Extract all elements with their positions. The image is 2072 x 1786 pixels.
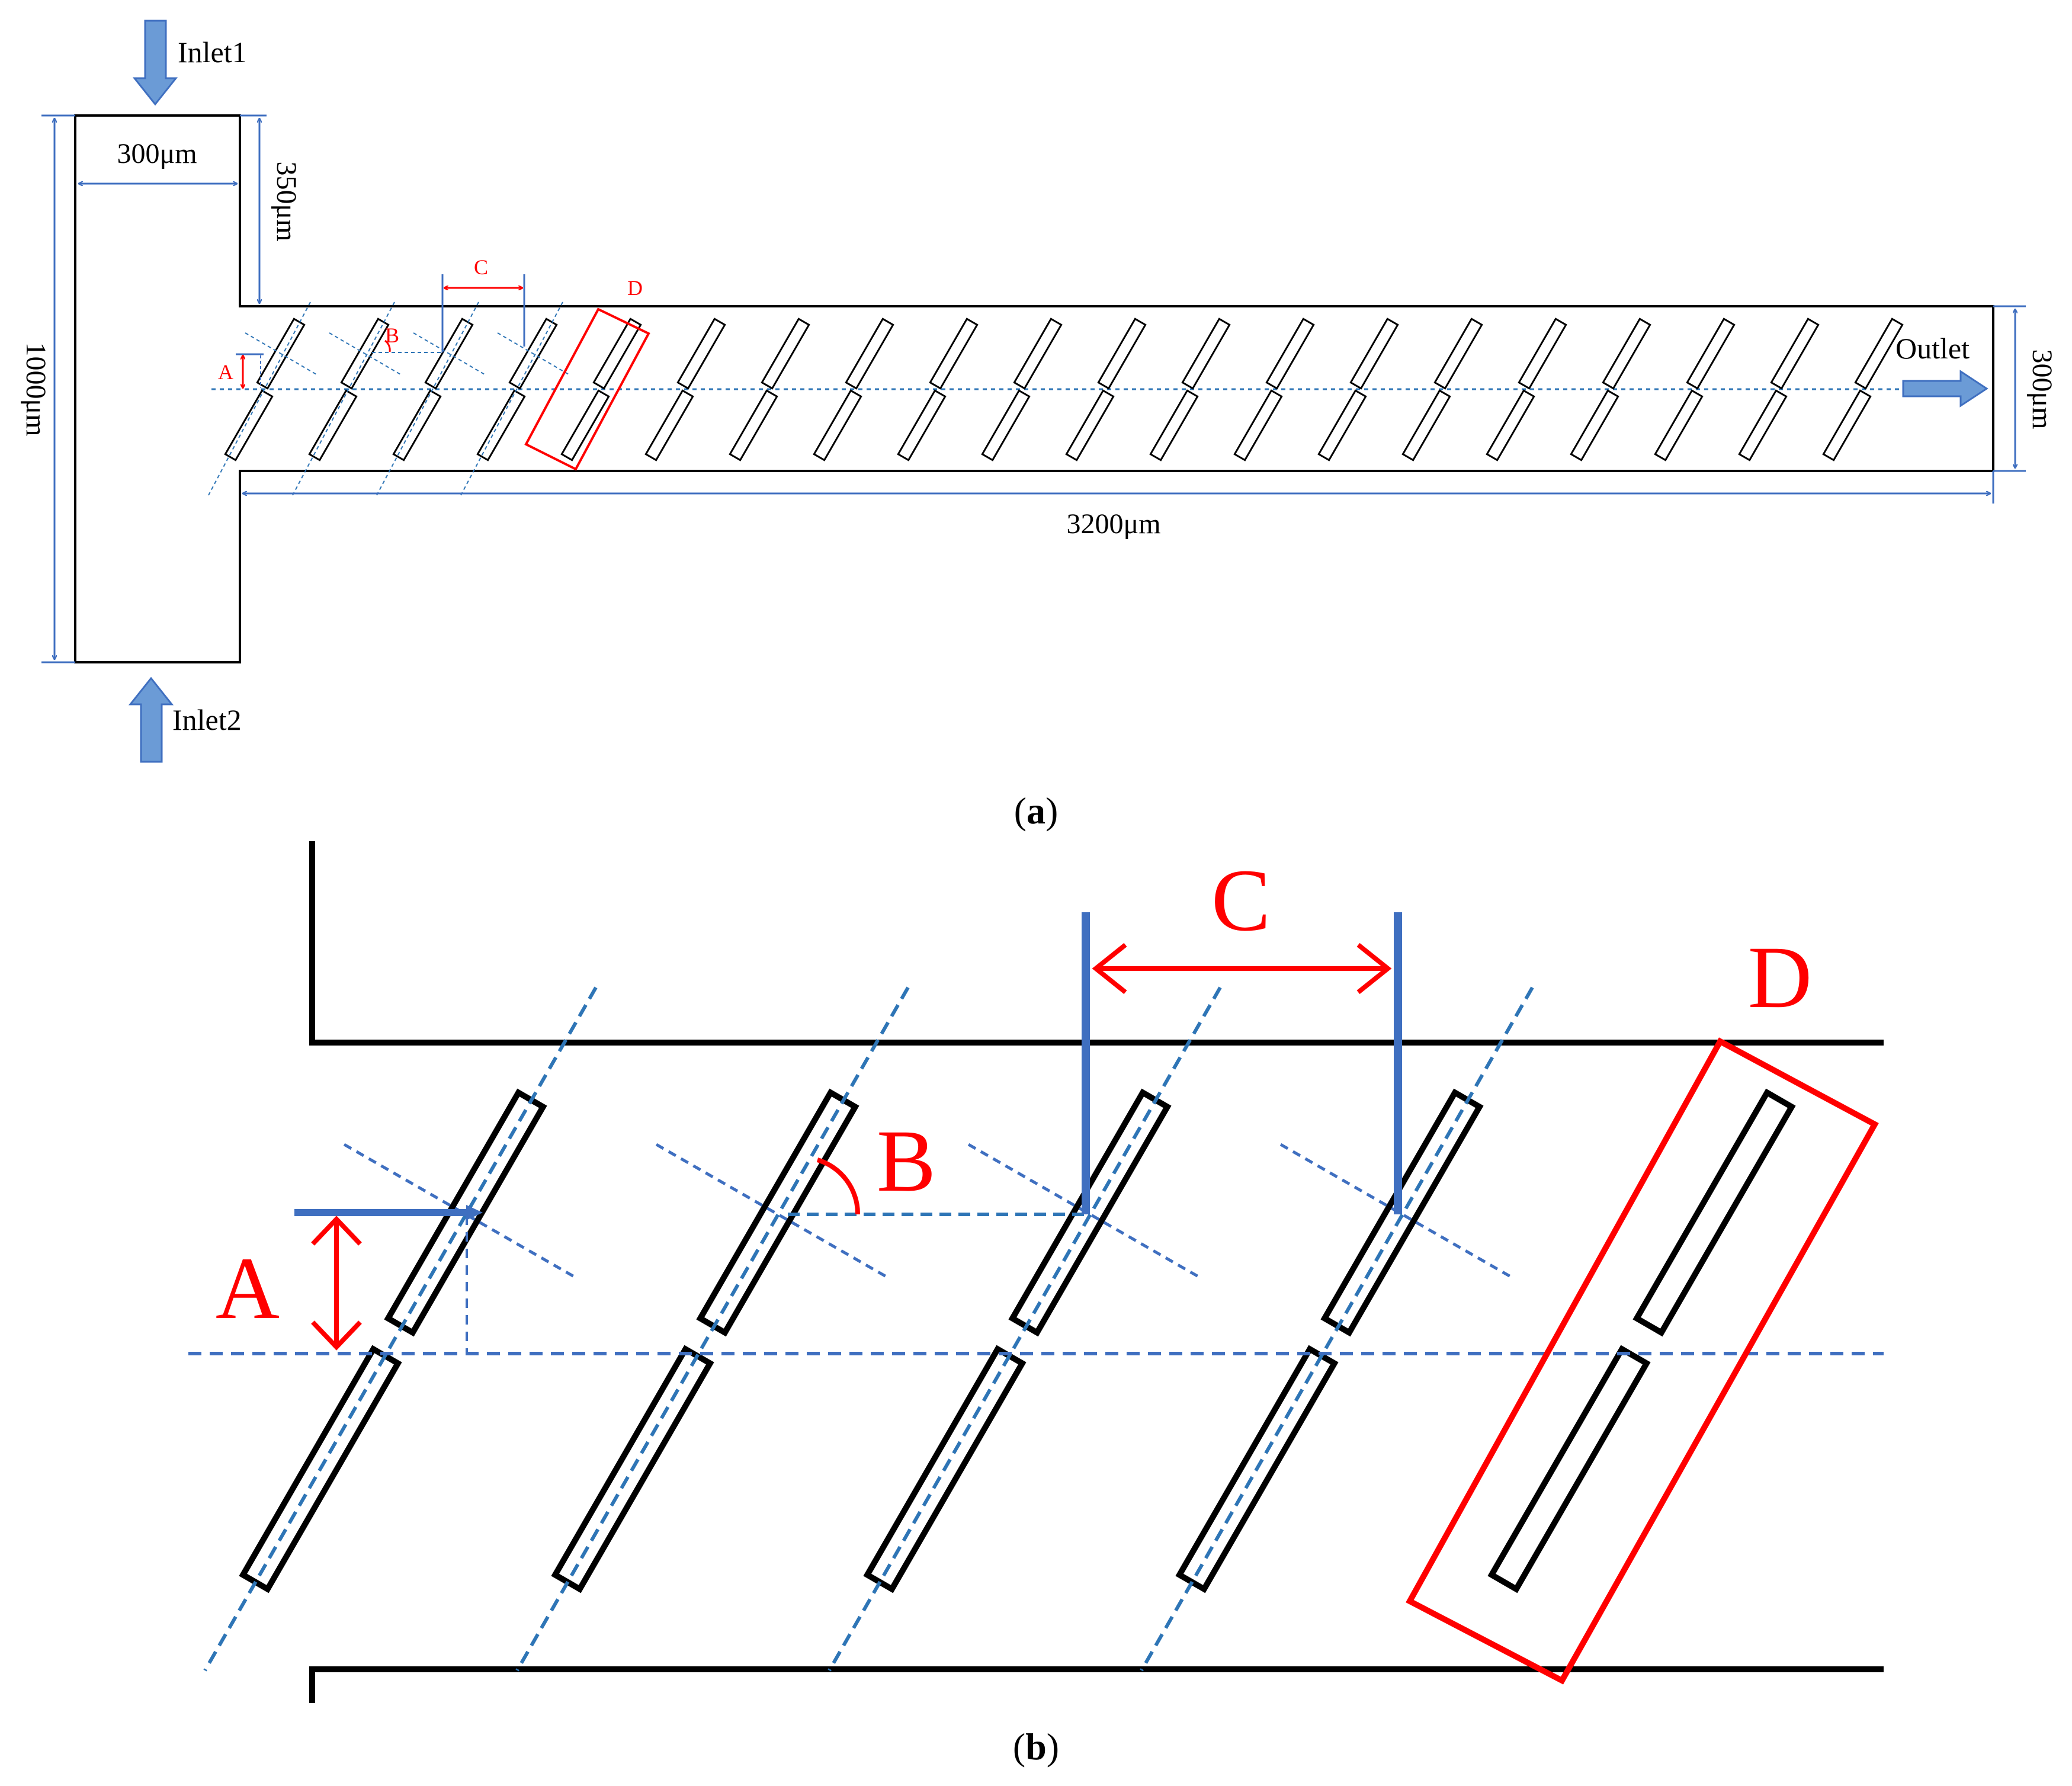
baffle-upper [761, 318, 810, 390]
baffle-lower [1149, 389, 1199, 461]
baffle-upper [1265, 318, 1315, 390]
inlet2-arrow: Inlet2 [128, 676, 242, 763]
dim-inlet-offset: 350μm [240, 114, 302, 303]
param-c-small: C [474, 255, 488, 279]
baffle-lower [224, 389, 274, 461]
dim-channel-width: 300μm [1993, 305, 2058, 472]
baffle-lower [392, 389, 442, 461]
baffle-lower [1486, 389, 1535, 461]
dim-channel-length: 3200μm [243, 471, 1994, 540]
baffle-lower [644, 389, 694, 461]
inlet1-arrow: Inlet1 [132, 20, 247, 106]
baffle-upper-zoom [1632, 1088, 1796, 1337]
baffle-upper [1349, 318, 1399, 390]
dim-total-height-label: 1000μm [20, 342, 52, 436]
arrow-right-icon [1902, 370, 1988, 408]
baffle-lower [1065, 389, 1115, 461]
baffle-normal [497, 332, 569, 375]
baffle-lower [1654, 389, 1704, 461]
baffle-upper [929, 318, 979, 390]
baffle-guide-zoom [827, 986, 1222, 1672]
baffle-upper [845, 318, 894, 390]
param-a-label: A [216, 1239, 280, 1338]
dim-total-height: 1000μm [20, 114, 75, 663]
param-b-label: B [877, 1112, 936, 1210]
baffle-normal-zoom [655, 1143, 891, 1281]
baffle-guide-zoom [515, 986, 910, 1672]
baffle-upper [1013, 318, 1063, 390]
param-a: A [216, 1205, 483, 1354]
baffle-lower [1317, 389, 1367, 461]
param-d-box [1406, 1037, 1879, 1685]
param-d-label: D [1748, 928, 1812, 1027]
inlet1-label: Inlet1 [178, 36, 247, 69]
param-b-small: B [385, 323, 399, 347]
baffle-array [208, 302, 1904, 496]
arrow-up-icon [128, 676, 174, 763]
baffle-guide-zoom [203, 986, 598, 1672]
param-c: C [1082, 851, 1402, 1214]
dim-inlet-width-label: 300μm [117, 138, 197, 169]
baffle-lower [1738, 389, 1788, 461]
channel-top-wall [309, 841, 1884, 1046]
baffle-lower [1570, 389, 1619, 461]
baffle-guide-zoom [1140, 986, 1534, 1672]
baffle-upper [1854, 318, 1904, 390]
panel-a: Inlet1 Inlet2 Outlet 300μm 350μm 1 [20, 20, 2058, 832]
outlet-label: Outlet [1895, 332, 1970, 365]
baffle-lower [729, 389, 778, 461]
dim-channel-width-label: 300μm [2026, 349, 2058, 429]
arrow-down-icon [132, 20, 178, 106]
baffle-lower [813, 389, 862, 461]
baffle-normal [329, 332, 401, 375]
dim-channel-length-label: 3200μm [1066, 508, 1160, 540]
param-d-box-small [524, 307, 650, 471]
baffle-upper [1770, 318, 1820, 390]
baffle-lower [1822, 389, 1872, 461]
baffle-lower [1401, 389, 1451, 461]
baffle-normal [245, 332, 317, 375]
baffle-lower [981, 389, 1031, 461]
baffle-normal [413, 332, 485, 375]
baffle-upper [1433, 318, 1483, 390]
param-c-label: C [1211, 851, 1271, 950]
baffle-upper [676, 318, 726, 390]
baffle-lower [897, 389, 947, 461]
outlet-arrow: Outlet [1895, 332, 1988, 408]
baffle-upper [1686, 318, 1736, 390]
channel-bottom-wall [309, 1666, 1884, 1703]
dim-inlet-width: 300μm [79, 138, 237, 184]
param-d-small: D [627, 276, 643, 300]
dim-inlet-offset-label: 350μm [271, 161, 302, 241]
baffle-upper [592, 318, 642, 390]
annotations-a: A B C D [218, 255, 650, 471]
baffle-lower [308, 389, 358, 461]
baffle-upper [1518, 318, 1567, 390]
inlet2-label: Inlet2 [172, 703, 242, 736]
baffle-upper [1181, 318, 1231, 390]
panel-b-caption: (b) [1013, 1726, 1059, 1768]
baffle-lower [560, 389, 610, 461]
baffle-lower-zoom [1487, 1345, 1651, 1593]
baffle-upper [1097, 318, 1147, 390]
baffle-upper [1602, 318, 1651, 390]
param-a-small: A [218, 360, 233, 384]
baffle-lower-zoom [1798, 1349, 1953, 1589]
param-d: D [1406, 928, 1879, 1685]
panel-a-caption: (a) [1014, 790, 1059, 832]
param-b: B [788, 1112, 1084, 1216]
baffle-array-zoom [203, 986, 1953, 1672]
baffle-lower [1233, 389, 1283, 461]
panel-b: A B C D (b) [188, 841, 1953, 1768]
baffle-lower [476, 389, 526, 461]
